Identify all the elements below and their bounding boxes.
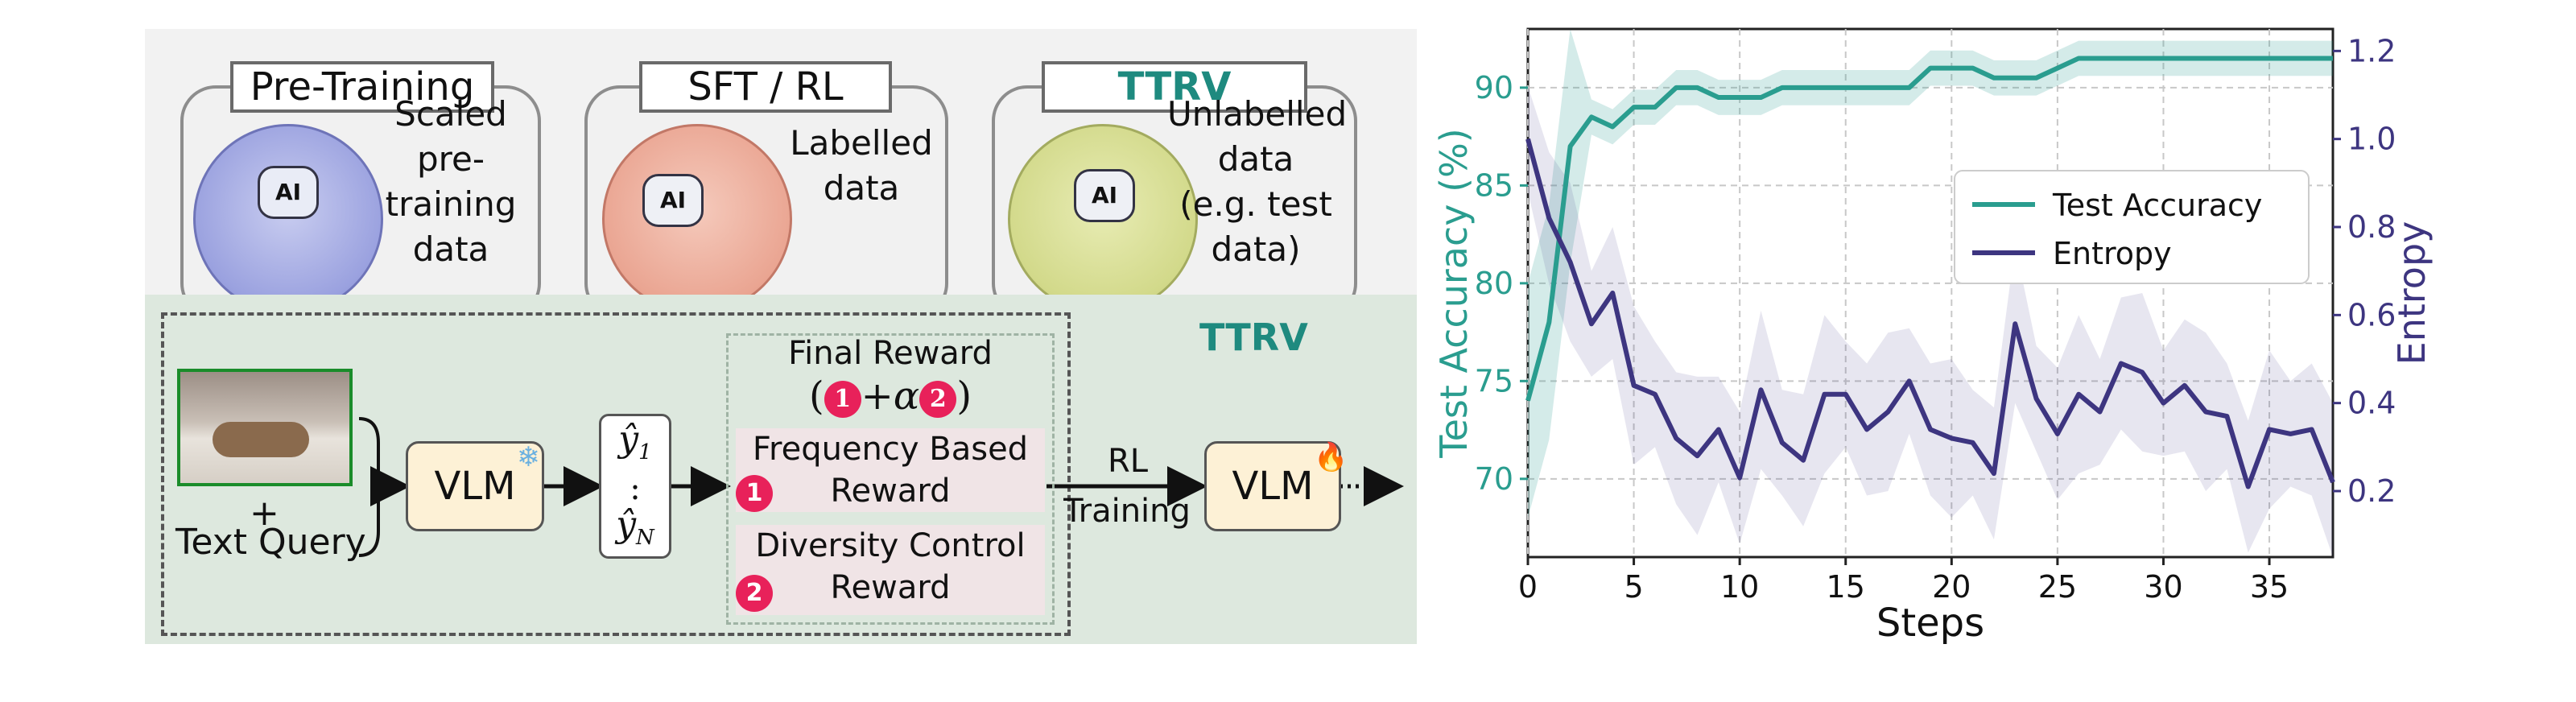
card-ttrv-title: TTRV: [1042, 61, 1307, 113]
legend-entropy-label: Entropy: [2053, 236, 2172, 271]
x-tick-label-35: 35: [2250, 569, 2289, 605]
final-reward-title: Final Reward: [788, 335, 993, 372]
y2-tick-label-1.0: 1.0: [2347, 122, 2396, 157]
fire-icon: 🔥: [1314, 441, 1348, 473]
training-label: Training: [1063, 493, 1191, 530]
input-cat-image: [177, 369, 353, 486]
entropy-line: [1525, 138, 2335, 489]
variance-bands: [1528, 29, 2333, 558]
plus-sign: +: [250, 493, 279, 534]
y-ticks-right: 0.2 0.4 0.6 0.8 1.0 1.2: [2333, 33, 2396, 509]
y2-tick-label-0.4: 0.4: [2347, 386, 2396, 421]
snowflake-icon: ❄: [517, 441, 540, 473]
card-pretraining-title: Pre-Training: [230, 61, 494, 113]
reward-dashed-box: [726, 333, 1055, 625]
card-sft-rl-title: SFT / RL: [639, 61, 892, 113]
robot-head-icon-3: AI: [1074, 169, 1135, 222]
robot-head-icon-2: AI: [642, 174, 704, 227]
y-tick-label-80: 80: [1475, 266, 1513, 301]
legend-accuracy-label: Test Accuracy: [2052, 188, 2262, 223]
frequency-badge-icon: 1: [736, 475, 773, 512]
input-brace: [358, 417, 389, 557]
x-tick-label-10: 10: [1720, 569, 1759, 605]
vlm-trained-box: VLM: [1204, 441, 1341, 531]
y2-tick-label-1.2: 1.2: [2347, 33, 2396, 68]
diversity-reward-row: Diversity Control Reward: [736, 525, 1045, 615]
training-curve-chart: 0 5 10 15 20 25 30 35 70 75 80 85 90 0.2 0.4 0.6 0.8 1.…: [1432, 27, 2434, 646]
robot-reading-illustration: [193, 124, 383, 314]
pipeline-section-title: TTRV: [1199, 316, 1308, 359]
legend: Test Accuracy Entropy: [1954, 170, 2310, 284]
x-tick-label-0: 0: [1518, 569, 1538, 605]
x-ticks: 0 5 10 15 20 25 30 35: [1518, 557, 2289, 605]
x-tick-label-5: 5: [1624, 569, 1643, 605]
y2-tick-label-0.2: 0.2: [2347, 473, 2396, 509]
pipeline-dashed-frame: [161, 312, 1071, 636]
robot-head-icon: AI: [258, 166, 319, 219]
x-tick-label-20: 20: [1932, 569, 1971, 605]
series-lines: [1525, 56, 2335, 489]
y2-tick-label-0.8: 0.8: [2347, 209, 2396, 245]
y-tick-label-70: 70: [1475, 461, 1513, 497]
vlm-frozen-box: VLM: [406, 441, 544, 531]
x-tick-label-15: 15: [1827, 569, 1865, 605]
y-tick-label-90: 90: [1475, 70, 1513, 105]
x-axis-label: Steps: [1876, 601, 1984, 646]
rl-label: RL: [1107, 443, 1149, 480]
y-axis-label-left: Test Accuracy (%): [1432, 128, 1476, 458]
diversity-badge-icon: 2: [736, 575, 773, 612]
legend-box: [1954, 170, 2310, 284]
cat-shape: [213, 422, 309, 457]
x-tick-label-30: 30: [2144, 569, 2182, 605]
pipeline-connectors: [358, 417, 1404, 557]
badge-2-icon: 2: [919, 380, 957, 418]
badge-1-icon: 1: [824, 380, 861, 418]
y-ticks-left: 70 75 80 85 90: [1475, 70, 1528, 497]
frequency-reward-row: Frequency Based Reward: [736, 428, 1045, 512]
accuracy-line: [1525, 56, 2333, 402]
entropy-band: [1528, 86, 2333, 558]
plot-area: [1526, 27, 2334, 559]
y2-tick-label-0.6: 0.6: [2347, 297, 2396, 332]
y-tick-label-85: 85: [1475, 167, 1513, 203]
y-tick-label-75: 75: [1475, 363, 1513, 398]
x-tick-label-25: 25: [2038, 569, 2077, 605]
sampled-outputs-box: ŷ1 : ŷN: [599, 414, 671, 559]
text-query-label: Text Query: [175, 522, 366, 563]
y-axis-label-right: Entropy: [2390, 221, 2434, 365]
